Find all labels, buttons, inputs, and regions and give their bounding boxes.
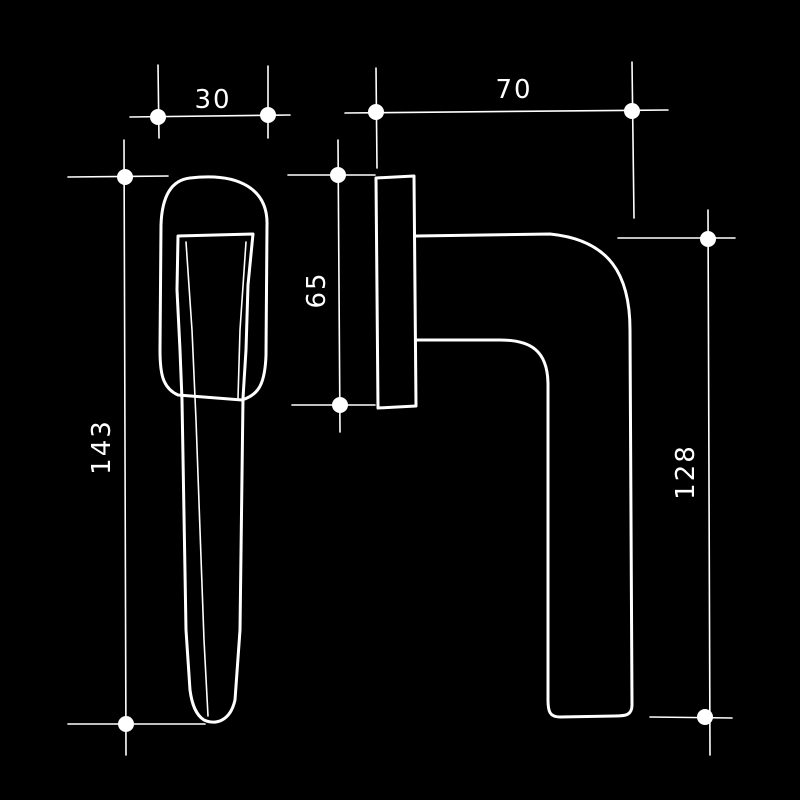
- front-lever-outline: [175, 232, 255, 724]
- side-lever-outline: [414, 232, 634, 719]
- dimension-width: 30: [129, 64, 291, 139]
- dimension-overall-length: 143: [67, 139, 206, 756]
- dimension-rose-height: 65: [287, 139, 376, 433]
- dimension-projection: 70: [344, 61, 669, 219]
- dimension-handle-drop-label: 128: [671, 444, 701, 500]
- dimension-rose-height-label: 65: [302, 271, 332, 308]
- front-view: [158, 175, 269, 724]
- side-rose-plate: [374, 174, 418, 410]
- front-lever-ridge-2: [237, 241, 247, 399]
- side-view: [374, 174, 634, 719]
- dimension-handle-drop: 128: [617, 209, 736, 756]
- dimension-overall-length-label: 143: [87, 419, 117, 475]
- front-lever-ridge: [185, 241, 209, 717]
- dimension-width-label: 30: [194, 85, 231, 115]
- dimension-projection-label: 70: [495, 75, 532, 105]
